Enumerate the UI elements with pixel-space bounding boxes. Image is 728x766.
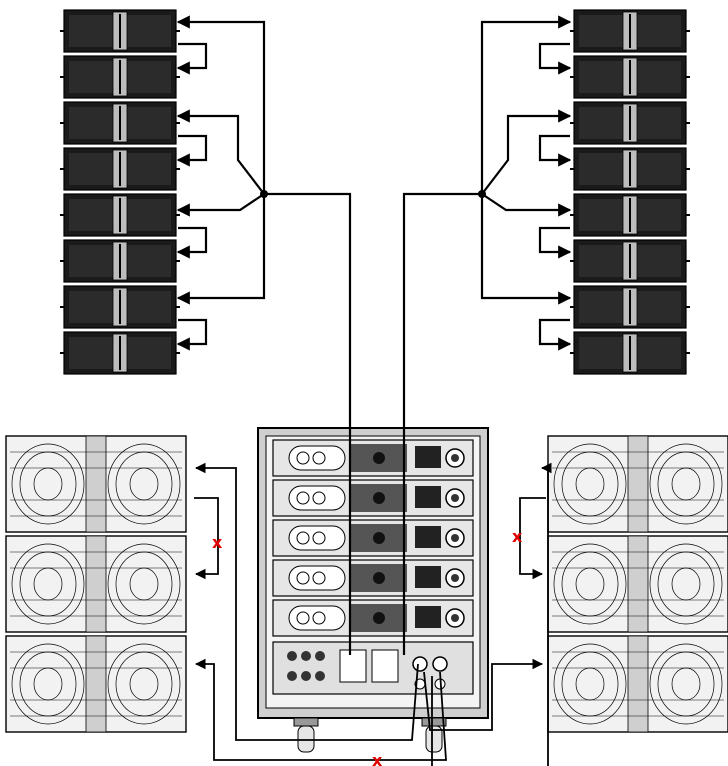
amplifier-rack	[257, 427, 489, 753]
left-line-array	[59, 9, 181, 375]
left-array-cables	[176, 15, 352, 655]
right-array-cables	[402, 15, 572, 655]
subwoofer-cables	[194, 462, 552, 766]
no-link-mark-right: x	[512, 527, 523, 546]
no-link-mark-bottom: x	[372, 751, 383, 766]
right-subwoofer-stack	[547, 435, 728, 733]
no-link-mark-left: x	[212, 533, 223, 552]
left-subwoofer-stack	[5, 435, 187, 733]
right-line-array	[569, 9, 691, 375]
